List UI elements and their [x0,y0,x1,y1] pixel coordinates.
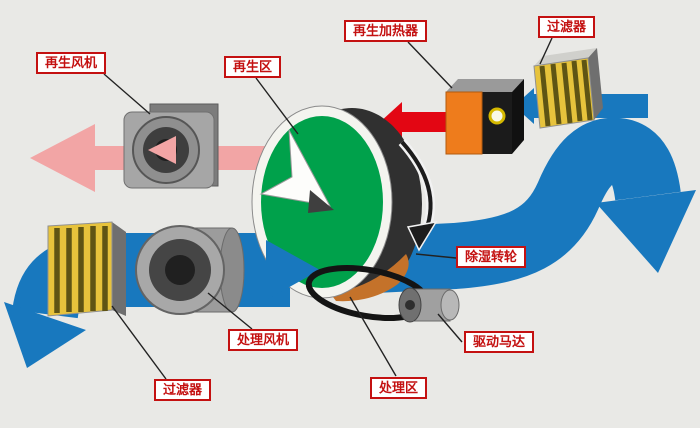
regen-sector-apex [308,190,334,213]
leader-regen-zone [255,77,299,135]
label-regen-fan: 再生风机 [36,52,107,75]
label-regen-heater: 再生加热器 [344,20,428,43]
regen-filter-top-face [534,48,597,66]
heater-side-face [512,79,524,154]
label-filter-bottom: 过滤器 [154,379,212,402]
leader-filter-top [539,37,553,65]
hot-air-band [398,112,446,132]
process-fan [135,225,245,315]
label-filter-top: 过滤器 [538,16,596,39]
process-inlet-arrowhead [4,302,86,368]
leader-drive-motor [437,313,463,343]
process-filter [47,221,126,317]
regen-filter-side-face [588,48,603,120]
process-filter-pleats [54,226,108,313]
label-process-fan: 处理风机 [228,329,299,352]
leader-regen-fan [103,73,151,115]
desiccant-wheel [251,105,438,302]
regen-sector-wedge [259,129,331,207]
regen-filter-pleats [539,59,593,127]
rotation-arrow [400,140,433,231]
leader-lines [103,37,553,380]
process-filter-side-face [112,222,126,316]
leader-process-zone [349,296,397,377]
heater-orange-panel [445,91,483,155]
regen-heater [445,79,524,155]
regen-exhaust-arrowhead [30,124,95,192]
outlet-arrowhead [596,190,696,273]
regen-fan [123,103,219,189]
leader-filter-bottom [111,305,167,380]
label-dehumid-wheel: 除湿转轮 [456,246,527,269]
label-process-zone: 处理区 [370,377,428,400]
drive-assembly [305,265,460,323]
heater-top-face [446,79,524,92]
leader-regen-heater [407,41,453,89]
label-drive-motor: 驱动马达 [464,331,535,354]
drive-motor-end [440,289,460,321]
regen-fan-flow-arrowhead [148,136,176,164]
leader-process-fan [207,292,253,330]
leader-dehumid-wheel [415,253,457,259]
drive-motor-shaft [405,300,415,310]
label-regen-zone: 再生区 [224,56,282,79]
process-entry-arrowhead [266,240,320,300]
heater-indicator-light [488,107,506,125]
regen-filter [533,48,603,129]
rotation-arrowhead [406,220,438,252]
process-fan-hub [165,255,195,285]
